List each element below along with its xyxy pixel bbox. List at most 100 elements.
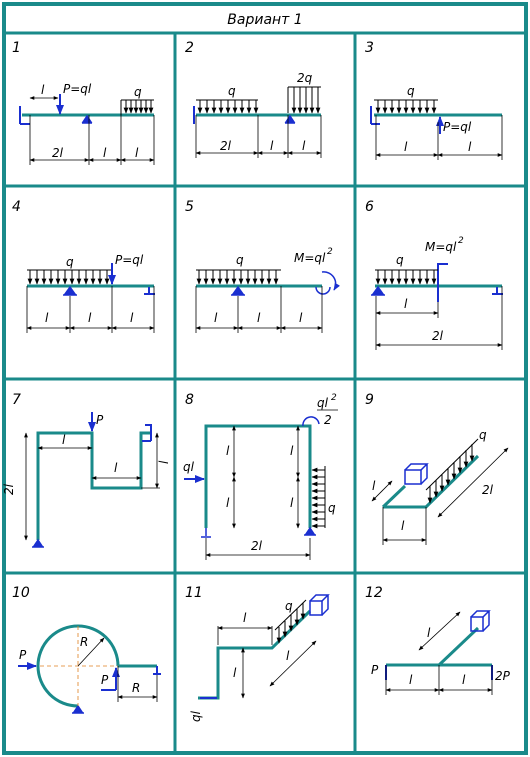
clamp-box: [309, 594, 330, 616]
cell-number-9: 9: [365, 392, 374, 408]
label-R2: R: [132, 681, 140, 695]
label-dim-l2: l: [233, 666, 237, 680]
distributed-load: [311, 466, 326, 529]
clamp-support: [142, 424, 152, 442]
label-dim-l3: l: [286, 649, 290, 663]
dimension-lines: [195, 115, 322, 158]
label-q: q: [228, 84, 236, 98]
cell-number-12: 12: [365, 585, 383, 601]
moment-arc: [321, 271, 341, 291]
cell-number-1: 1: [12, 40, 21, 56]
label-dim-l1: l: [226, 444, 230, 458]
dimension-lines: [195, 286, 323, 333]
label-dim-l2: l: [409, 673, 413, 687]
variant-title: Вариант 1: [227, 12, 302, 28]
pin-support: [284, 114, 296, 124]
label-dim-l2: l: [135, 146, 139, 160]
label-q: q: [328, 501, 336, 515]
label-q: q: [396, 253, 404, 267]
distributed-load: [425, 438, 479, 504]
scheme-12: P 2P l l l: [371, 610, 511, 695]
dimension-lines: [217, 626, 317, 699]
label-2q: 2q: [297, 71, 313, 85]
roller-support: [153, 666, 161, 675]
label-dim-l2: l: [114, 461, 118, 475]
label-dim-l2: l: [257, 311, 261, 325]
label-P: P=ql: [115, 253, 144, 267]
label-R1: R: [80, 635, 88, 649]
distributed-load-2q: [287, 86, 321, 114]
label-dim-l3: l: [462, 673, 466, 687]
moment-arc: [302, 416, 320, 427]
scheme-8: ql ql 2 2 q l l l l 2l: [183, 393, 338, 560]
pin-support-right: [304, 526, 316, 536]
cell-number-10: 10: [12, 585, 30, 601]
cell-number-11: 11: [185, 585, 203, 601]
label-2P: 2P: [495, 669, 511, 683]
label-q: q: [134, 85, 142, 99]
scheme-11: q ql l l l: [189, 594, 330, 722]
label-q: q: [479, 428, 487, 442]
dimension-lines: [371, 447, 509, 545]
label-M-exp: 2: [327, 247, 333, 257]
scheme-2: q 2q 2l l l: [193, 71, 322, 158]
pin-support: [371, 285, 385, 296]
label-dim-l1: l: [427, 626, 431, 640]
roller-support: [492, 287, 503, 295]
label-dim-2l: 2l: [251, 539, 263, 553]
clamp-support: [19, 106, 30, 125]
clamp-support: [370, 106, 380, 125]
pin-support: [81, 114, 93, 124]
scheme-1: l P=ql q 2l l l: [19, 82, 155, 165]
cell-number-8: 8: [185, 392, 194, 408]
label-P: P=ql: [443, 120, 472, 134]
label-dim-l1: l: [243, 611, 247, 625]
label-dim-l3: l: [130, 311, 134, 325]
center-lines: [40, 626, 118, 706]
radius-line: [77, 637, 105, 667]
distributed-load: [196, 269, 281, 285]
label-q: q: [66, 255, 74, 269]
dimension-lines: [29, 96, 155, 165]
label-dim-2l: 2l: [52, 146, 64, 160]
scheme-9: q l 2l l: [371, 428, 509, 545]
clamp-box: [470, 610, 491, 632]
distributed-load: [120, 99, 154, 115]
pin-support: [32, 538, 44, 548]
label-ql: ql: [183, 460, 195, 474]
frame: [198, 609, 312, 700]
label-M-den: 2: [324, 413, 332, 427]
label-M-exp: 2: [331, 393, 337, 403]
label-l: l: [41, 83, 45, 97]
label-P-right: P: [101, 673, 109, 687]
dimension-lines: [24, 432, 160, 541]
frame: [36, 431, 151, 540]
dimension-lines: [375, 286, 503, 350]
label-dim-l2: l: [88, 311, 92, 325]
scheme-4: q P=ql l l l: [26, 253, 155, 333]
label-dim-l1: l: [372, 479, 376, 493]
label-P: P: [371, 663, 379, 677]
clamp-box: [404, 463, 429, 485]
cell-number-6: 6: [365, 199, 374, 215]
pin-support: [72, 704, 84, 714]
distributed-load-q: [196, 99, 259, 114]
label-dim-2l: 2l: [220, 139, 232, 153]
label-dim-l1: l: [214, 311, 218, 325]
pin-support: [63, 285, 77, 296]
label-dim-l1: l: [404, 140, 408, 154]
scheme-7: P 2l l l l: [2, 412, 171, 548]
roller-support: [144, 287, 155, 295]
label-dim-l: l: [404, 297, 408, 311]
label-q: q: [407, 84, 415, 98]
branch: [437, 626, 480, 667]
label-dim-l3: l: [290, 444, 294, 458]
label-dim-l1: l: [62, 433, 66, 447]
label-dim-2l: 2l: [482, 483, 494, 497]
label-M-exp: 2: [458, 236, 464, 246]
scheme-10: P P R R: [18, 624, 161, 714]
label-dim-2l: 2l: [432, 329, 444, 343]
scheme-3: q P=ql l l: [370, 84, 503, 160]
